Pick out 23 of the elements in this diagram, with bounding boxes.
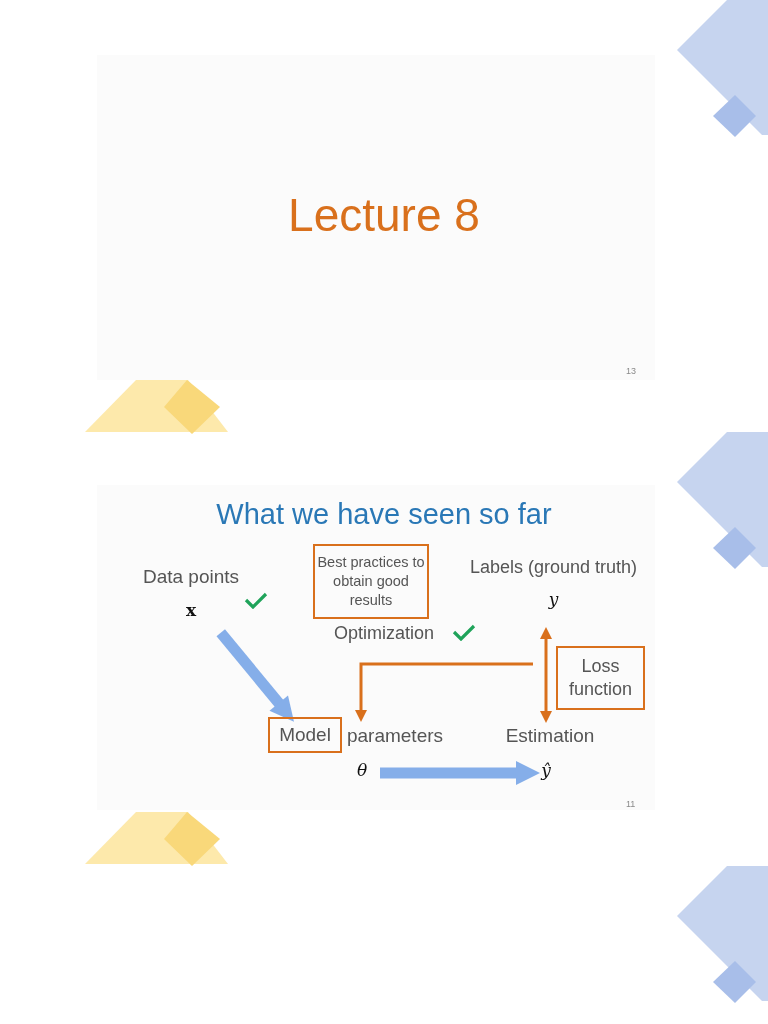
diagram-label: Labels (ground truth) [469,556,638,579]
math-symbol: θ [356,760,368,781]
math-symbol: ŷ [541,760,551,781]
slide-title: What we have seen so far [215,497,553,532]
arrow [380,761,540,785]
highlight-box [556,646,645,710]
math-symbol: x [185,599,197,621]
math-symbol: y [548,589,559,610]
diagram-label: Optimization [333,622,434,645]
slide-title: Lecture 8 [287,188,481,243]
diagram-label: Estimation [505,724,595,748]
arrow [540,627,552,723]
diagram-label: parameters [346,724,444,748]
diagram-label: Best practices to obtain good results [316,553,426,610]
diagram-label: Model [279,722,331,747]
arrow [355,662,533,722]
arrow [216,629,294,722]
highlight-box [313,544,429,619]
page-number: 11 [626,799,636,809]
page-number: 13 [626,366,636,376]
diagram-label: Data points [142,565,240,589]
diagram-label: Loss function [567,654,633,701]
highlight-box [268,717,342,753]
